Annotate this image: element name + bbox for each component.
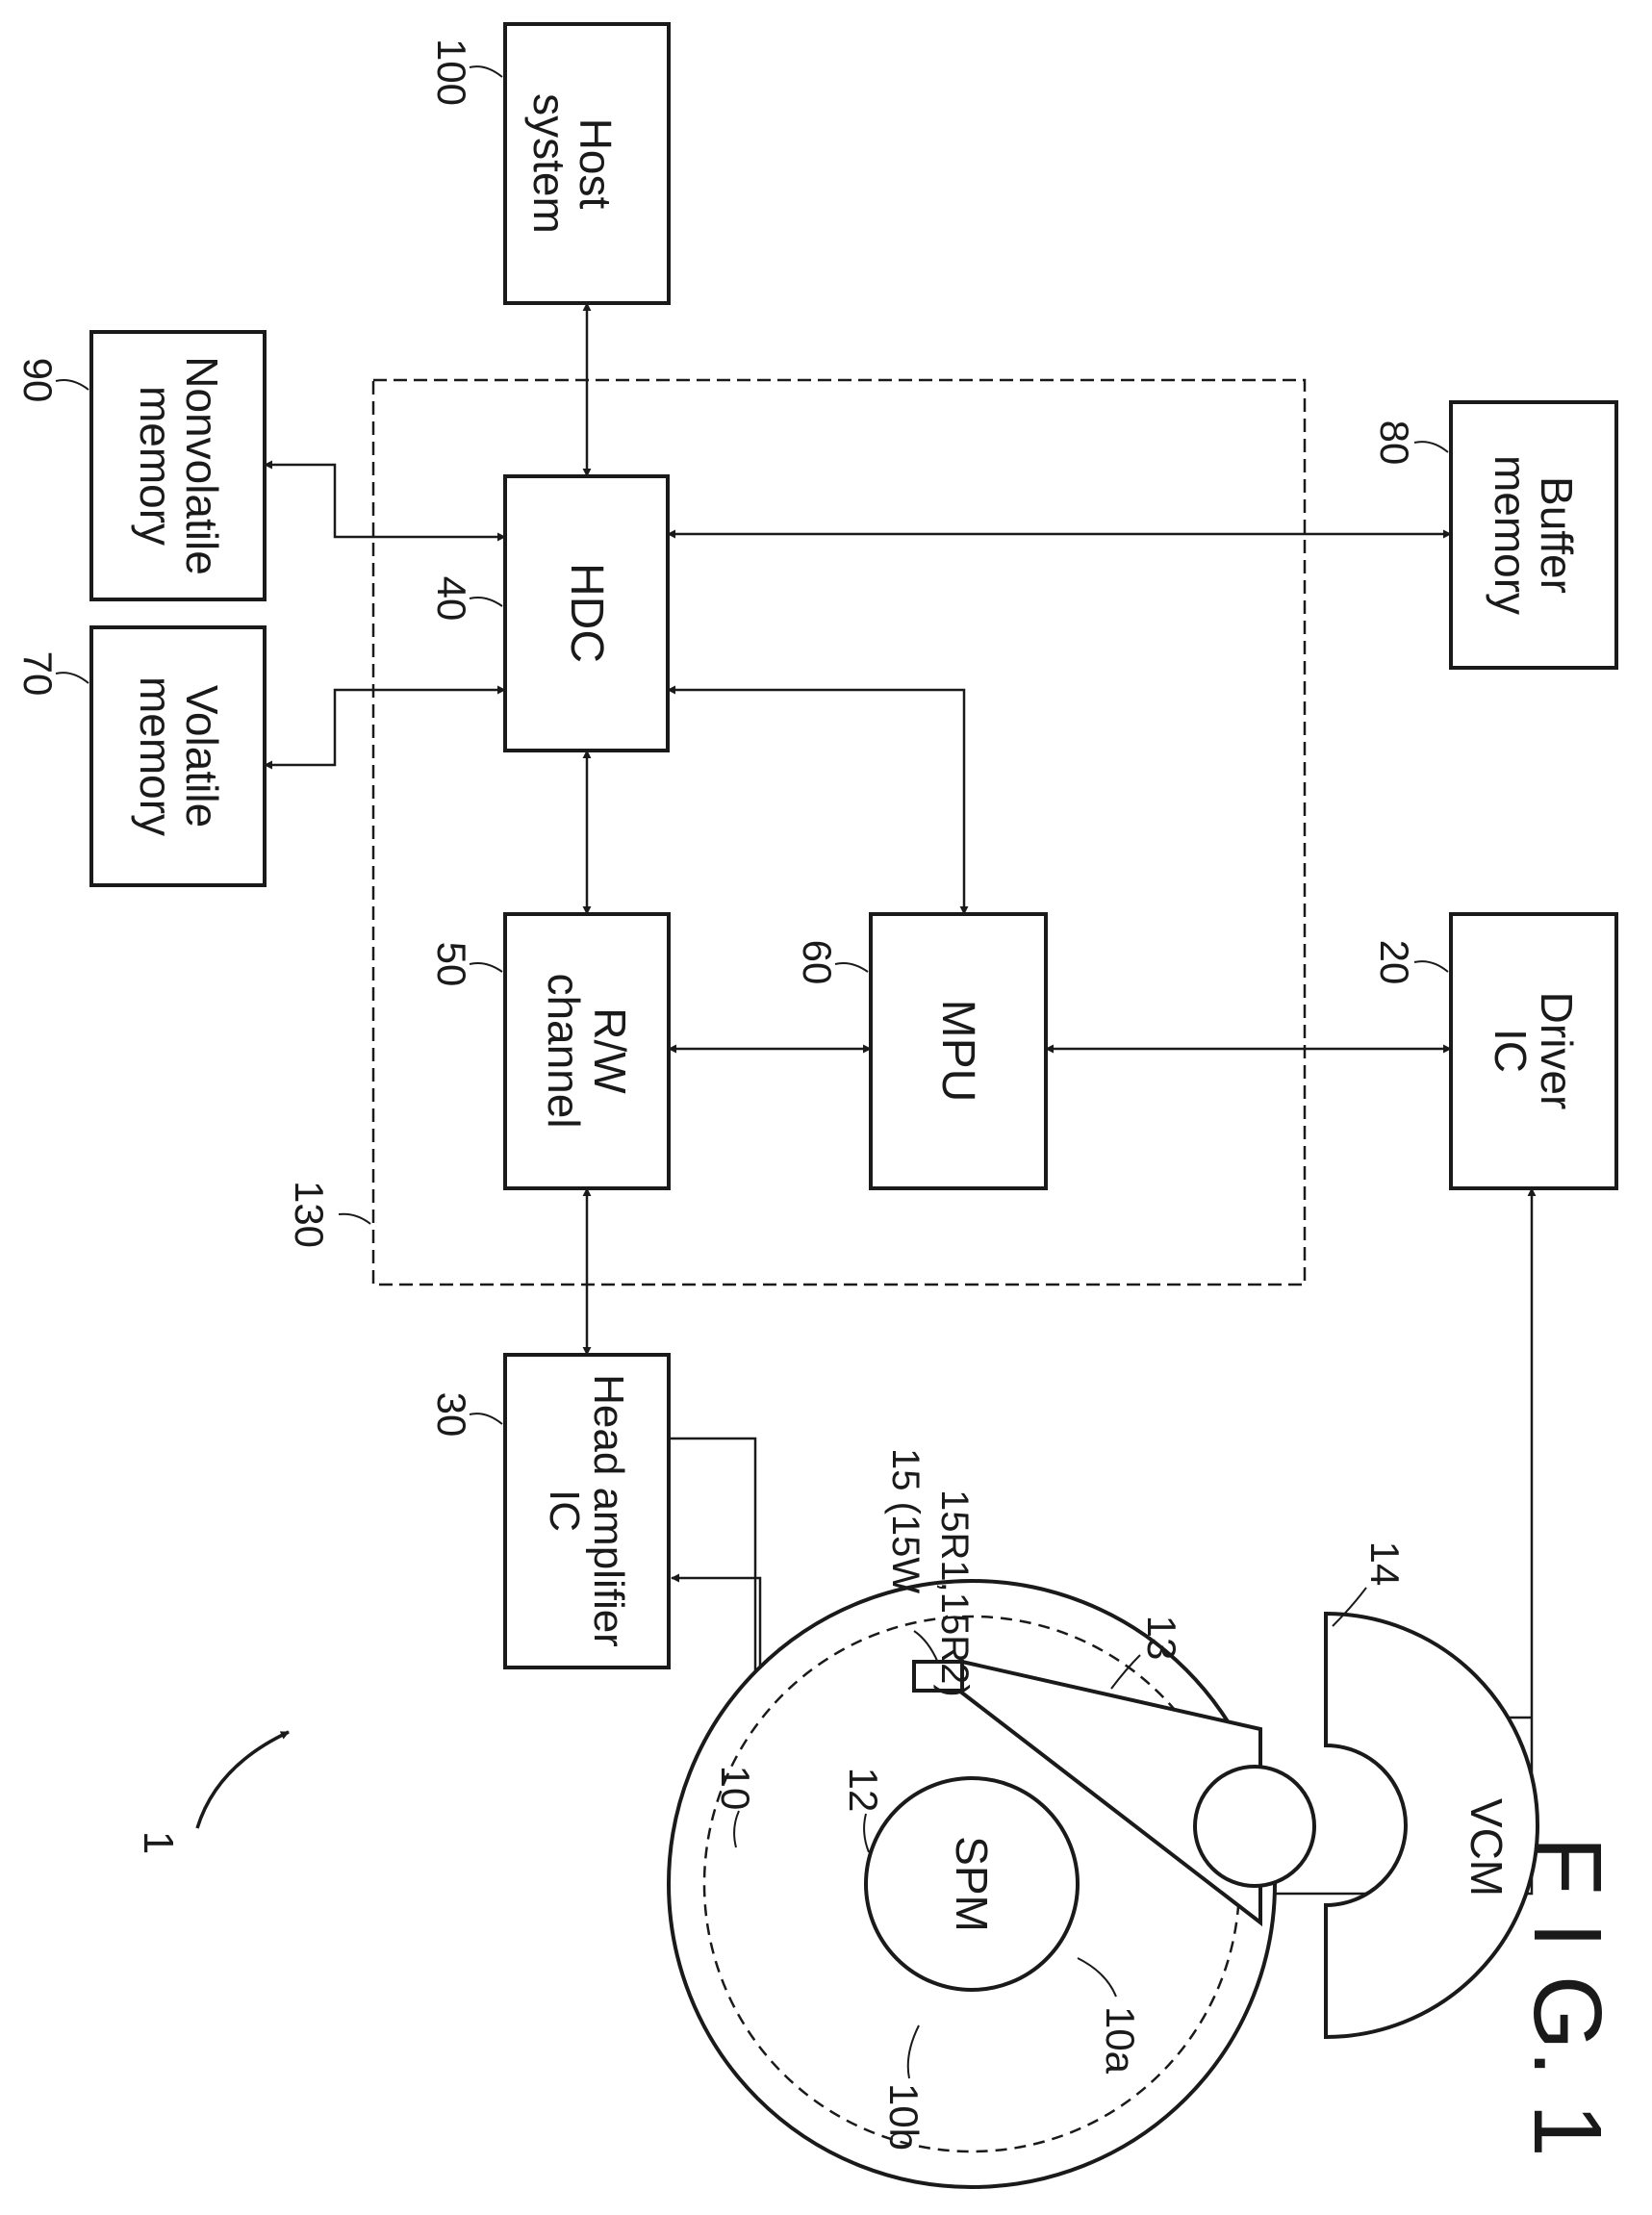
buffer-memory-label-2: memory	[1486, 455, 1536, 615]
mpu-block: MPU	[871, 914, 1046, 1188]
volatile-memory-label-1: Volatile	[177, 685, 227, 827]
spm-label: SPM	[947, 1836, 997, 1932]
nonvolatile-memory-label-1: Nonvolatile	[177, 356, 227, 575]
hdc-label: HDC	[561, 563, 612, 663]
head-amplifier-label-2: IC	[541, 1489, 588, 1532]
figure-label: F I G. 1	[1513, 1836, 1621, 2156]
leader-80	[1414, 442, 1448, 452]
ref-12: 12	[841, 1768, 886, 1813]
ref-40: 40	[429, 576, 474, 622]
ref-50: 50	[429, 942, 474, 987]
leader-20	[1414, 961, 1448, 972]
leader-130	[339, 1214, 370, 1224]
ref-10a: 10a	[1098, 2006, 1143, 2075]
host-system-label-2: system	[524, 93, 574, 234]
rw-channel-label-2: channel	[539, 973, 589, 1128]
driver-ic-label-2: IC	[1486, 1029, 1536, 1073]
ref-90: 90	[15, 358, 61, 403]
volatile-memory-block: Volatile memory	[91, 627, 265, 885]
host-system-label-1: Host	[571, 118, 621, 210]
host-system-block: Host system	[505, 24, 669, 303]
ref-13: 13	[1139, 1616, 1184, 1661]
ref-1: 1	[135, 1831, 182, 1854]
ref-15-line2: 15R1,15R2)	[933, 1489, 976, 1697]
head-amplifier-ic-block: Head amplifier IC	[505, 1355, 669, 1668]
nonvolatile-memory-block: Nonvolatile memory	[91, 332, 265, 599]
ref-80: 80	[1372, 420, 1417, 466]
mpu-label: MPU	[932, 1000, 983, 1103]
arm-pivot	[1195, 1767, 1314, 1886]
buffer-memory-label-1: Buffer	[1532, 476, 1582, 594]
head-amplifier-label-1: Head amplifier	[585, 1374, 632, 1647]
hdc-mpu-link	[668, 690, 964, 914]
ref-100: 100	[429, 38, 474, 106]
ref-10: 10	[713, 1766, 758, 1811]
ref-20: 20	[1372, 940, 1417, 985]
rw-channel-label-1: R/W	[585, 1007, 635, 1094]
vcm-label: VCM	[1461, 1798, 1512, 1897]
device-arrow	[197, 1732, 289, 1828]
buffer-memory-block: Buffer memory	[1451, 402, 1616, 668]
ref-130: 130	[287, 1181, 332, 1248]
ref-30: 30	[429, 1392, 474, 1438]
ref-14: 14	[1362, 1541, 1408, 1587]
driver-ic-block: Driver IC	[1451, 914, 1616, 1188]
ref-60: 60	[795, 940, 840, 985]
hdc-nonvolatile-link	[265, 465, 505, 537]
ref-15-line1: 15 (15W	[884, 1448, 927, 1593]
driver-ic-label-1: Driver	[1532, 992, 1582, 1110]
ref-10b: 10b	[881, 2083, 927, 2151]
volatile-memory-label-2: memory	[131, 676, 181, 836]
rw-channel-block: R/W channel	[505, 914, 669, 1188]
hdc-volatile-link	[265, 690, 505, 765]
ref-70: 70	[15, 651, 61, 697]
nonvolatile-memory-label-2: memory	[131, 386, 181, 546]
hdc-block: HDC	[505, 476, 668, 751]
